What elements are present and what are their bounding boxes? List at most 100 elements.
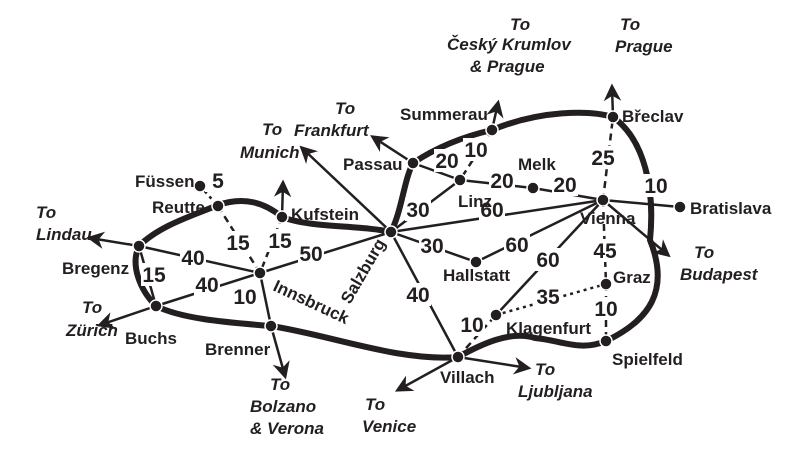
rail-line-vienna-bratislava [602,198,681,209]
station-brenner[interactable] [264,319,278,333]
edge-label-bg [459,313,485,336]
station-label-buchs: Buchs [125,329,177,348]
destination-label-prague: To [620,15,640,34]
station-melk[interactable] [526,181,540,195]
station-linz[interactable] [453,173,467,187]
destination-label-bolzano: Bolzano [250,397,316,416]
station-salzburg[interactable] [384,225,398,239]
station-fussen[interactable] [193,179,207,193]
edge-label-bg [535,248,561,271]
station-bratislava[interactable] [673,200,687,214]
station-label-summerau: Summerau [400,105,488,124]
station-bregenz[interactable] [132,239,146,253]
edge-label-bg [141,263,167,286]
edge-time-label: 10 [594,298,617,321]
edge-label-bg [267,229,293,252]
station-label-spielfeld: Spielfeld [612,350,683,369]
arrow-to-munich [299,145,392,233]
station-label-klagenfurt: Klagenfurt [506,319,591,338]
destination-label-lindau: Lindau [36,225,92,244]
station-kufstein[interactable] [275,210,289,224]
station-label-passau: Passau [343,155,403,174]
edge-label-bg [504,233,530,256]
edge-time-label: 40 [406,284,429,307]
edge-time-label: 10 [464,139,487,162]
station-label-bregenz: Bregenz [62,259,129,278]
edge-label-bg [405,283,431,306]
station-label-innsbruck: Innsbruck [270,276,352,328]
station-klagenfurt[interactable] [489,308,503,322]
destination-label-budapest: Budapest [680,265,759,284]
arrow-to-ljubljana [457,355,532,375]
destination-label-krumlov: & Prague [470,57,545,76]
edge-time-label: 30 [420,235,443,258]
edge-label-bg [593,297,619,320]
edge-time-label: 15 [226,232,250,255]
station-label-kufstein: Kufstein [291,205,359,224]
edge-label-bg [194,273,220,296]
edge-time-label: 25 [591,147,615,170]
station-graz[interactable] [599,277,613,291]
edge-label-bg [552,173,578,196]
station-vienna[interactable] [596,193,610,207]
station-summerau[interactable] [485,123,499,137]
destination-label-krumlov: To [510,15,530,34]
edge-time-label: 60 [480,199,503,222]
edge-time-label: 35 [536,286,560,309]
edge-time-label: 20 [553,174,576,197]
rail-line-innsbruck-brenner [258,272,273,327]
arrow-to-lindau [86,231,140,249]
station-villach[interactable] [451,350,465,364]
destination-label-ljubljana: To [535,360,555,379]
edge-time-label: 10 [233,286,256,309]
edge-label-bg [489,169,515,192]
edge-time-label: 30 [406,199,429,222]
arrow-to-venice [394,355,459,392]
station-buchs[interactable] [149,299,163,313]
station-spielfeld[interactable] [599,334,613,348]
edge-label-bg [479,198,505,221]
arrow-to-bolzano [269,325,290,380]
destination-label-venice: To [365,395,385,414]
station-label-breclav: Břeclav [622,107,684,126]
rail-line-hallstatt-vienna [475,198,604,264]
station-innsbruck[interactable] [253,266,267,280]
edge-time-label: 20 [435,150,458,173]
destination-label-prague: Prague [615,37,673,56]
edge-time-label: 15 [142,264,166,287]
destination-label-munich: To [262,120,282,139]
destination-label-frankfurt: Frankfurt [294,121,370,140]
arrow-to-frankfurt [370,135,414,165]
station-reutte[interactable] [211,199,225,213]
station-breclav[interactable] [606,110,620,124]
station-label-melk: Melk [518,155,556,174]
destination-label-zurich: Zürich [65,321,118,340]
edge-time-label: 15 [268,230,292,253]
edge-time-label: 20 [490,170,513,193]
destination-label-frankfurt: To [335,99,355,118]
station-hallstatt[interactable] [469,255,483,269]
station-passau[interactable] [406,156,420,170]
edge-time-label: 40 [195,274,218,297]
station-label-reutte: Reutte [152,198,205,217]
edge-label-bg [225,231,251,254]
edge-label-bg [405,198,431,221]
station-label-bratislava: Bratislava [690,199,772,218]
edge-label-bg [180,246,206,269]
station-label-linz: Linz [458,192,492,211]
destination-label-munich: Munich [240,143,300,162]
destination-label-budapest: To [694,243,714,262]
edge-label-bg [590,146,616,169]
edge-time-label: 5 [212,170,224,193]
edge-time-label: 40 [181,247,204,270]
edge-label-bg [232,285,258,308]
edge-label-bg [463,138,489,161]
arrow-to-zurich [96,304,157,329]
station-label-vienna: Vienna [580,209,636,228]
edge-label-bg [592,239,618,262]
edge-time-label: 10 [644,175,667,198]
edge-label-bg [434,149,460,172]
destination-label-venice: Venice [362,417,416,436]
destination-label-ljubljana: Ljubljana [518,382,593,401]
station-label-graz: Graz [613,268,651,287]
